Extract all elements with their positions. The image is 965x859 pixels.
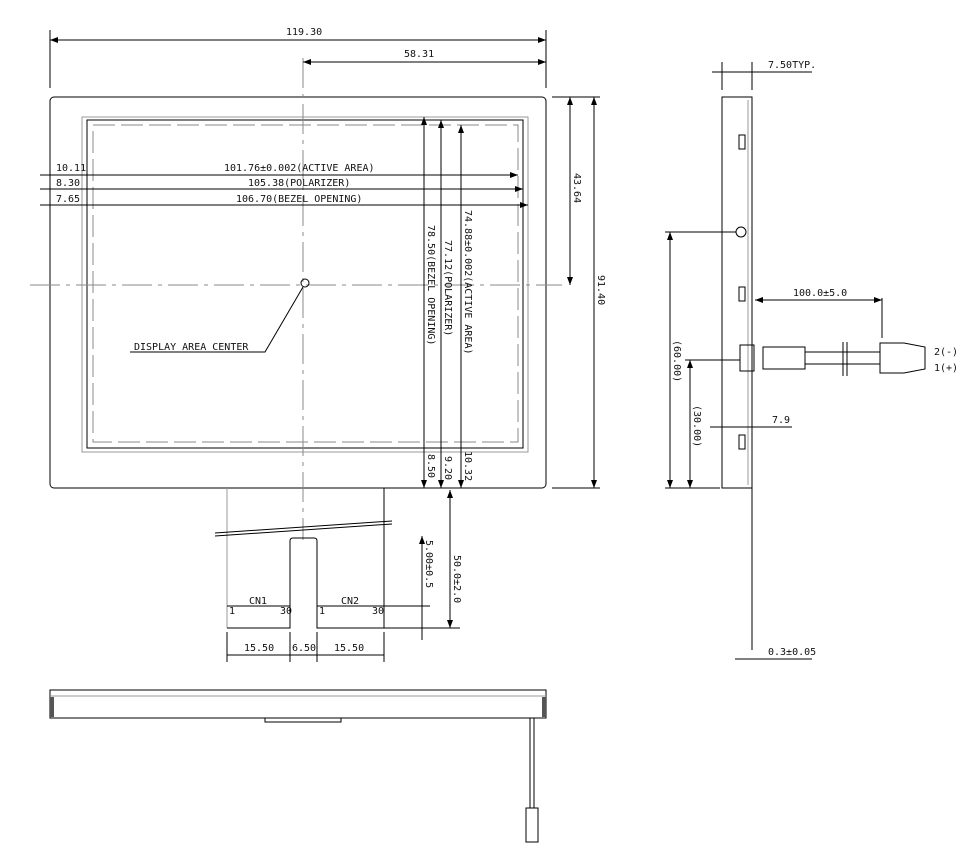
- dim-thickness: 7.50TYP.: [768, 60, 816, 71]
- dim-active-height: 74.88±0.002(ACTIVE AREA): [462, 210, 473, 355]
- fpc-tail: CN1 CN2 1 30 1 30 5.00±0.5 50.0±2.0 15.5…: [214, 488, 462, 662]
- side-view: 7.50TYP. 2(-) 1(+) 100.0±5.0 (60.00) (30…: [665, 60, 958, 660]
- cn2-pin-first: 1: [319, 606, 325, 617]
- dim-cable-offset: (30.00): [691, 405, 702, 447]
- dim-active-bottom: 10.32: [462, 451, 473, 481]
- bottom-outline: [49, 689, 547, 719]
- dim-fpc-length: 50.0±2.0: [451, 555, 462, 603]
- dim-overall-width: 119.30: [286, 27, 322, 38]
- outer-frame: [49, 96, 547, 489]
- pin1-label: 1(+): [934, 363, 958, 374]
- side-connector: [879, 342, 926, 374]
- dim-polarizer-bottom: 9.20: [442, 456, 453, 480]
- dim-cable-height: (60.00): [671, 340, 682, 382]
- cn2-pin-last: 30: [372, 606, 384, 617]
- dim-center-offset: 58.31: [404, 49, 434, 60]
- cn1-label: CN1: [249, 596, 267, 607]
- dim-bezel-height: 78.50(BEZEL OPENING): [425, 225, 436, 345]
- side-outline: [721, 96, 753, 489]
- dim-center-height: 43.64: [571, 173, 582, 203]
- polarizer-outline: [86, 119, 524, 449]
- dim-slot-width: 6.50: [292, 643, 316, 654]
- active-area: [92, 124, 519, 443]
- dim-overall-height: 91.40: [595, 275, 606, 305]
- dim-active-margin: 10.11: [56, 163, 86, 174]
- front-view: 119.30 58.31 10.11 101.76±0.002(ACTIVE A…: [30, 27, 606, 540]
- dim-bezel-width: 106.70(BEZEL OPENING): [236, 194, 362, 205]
- bottom-view: [49, 689, 547, 843]
- dim-bezel-bottom: 8.50: [425, 454, 436, 478]
- dim-cable-length: 100.0±5.0: [793, 288, 847, 299]
- cable-connector: [525, 807, 539, 843]
- display-center-mark: [300, 278, 310, 288]
- screw-hole: [735, 226, 747, 238]
- cn2-label: CN2: [341, 596, 359, 607]
- dim-fpc-thickness: 0.3±0.05: [768, 647, 816, 658]
- dim-slot-depth: 5.00±0.5: [423, 540, 434, 588]
- dim-polarizer-height: 77.12(POLARIZER): [442, 240, 453, 336]
- dim-cn2-width: 15.50: [334, 643, 364, 654]
- dim-cable-depth: 7.9: [772, 415, 790, 426]
- dim-polarizer-margin: 8.30: [56, 178, 80, 189]
- cn1-pin-last: 30: [280, 606, 292, 617]
- dim-polarizer-width: 105.38(POLARIZER): [248, 178, 350, 189]
- dim-active-width: 101.76±0.002(ACTIVE AREA): [224, 163, 375, 174]
- pin2-label: 2(-): [934, 347, 958, 358]
- dim-cn1-width: 15.50: [244, 643, 274, 654]
- dim-bezel-margin: 7.65: [56, 194, 80, 205]
- display-center-label: DISPLAY AREA CENTER: [134, 342, 249, 353]
- cn1-pin-first: 1: [229, 606, 235, 617]
